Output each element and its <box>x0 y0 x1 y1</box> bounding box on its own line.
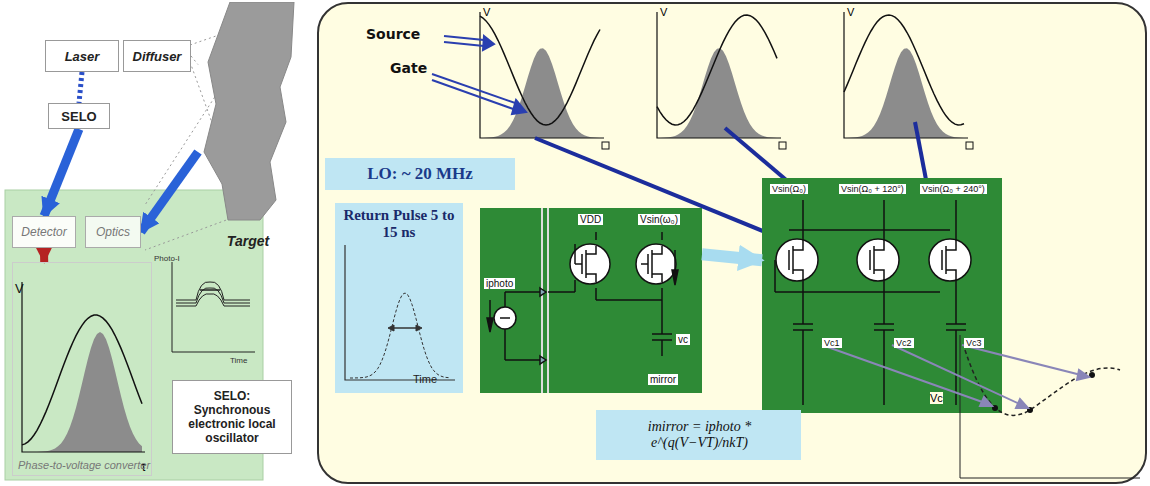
node-text: Vsin(Ω₀) <box>770 184 808 194</box>
node-text: Detector <box>21 225 66 239</box>
node-text: Vsin(ω₀) <box>638 214 680 225</box>
return-pulse-plot <box>345 245 455 380</box>
optics-box: Optics <box>85 216 141 248</box>
diffuser-box: Diffuser <box>123 40 191 72</box>
selo-box: SELO <box>48 103 110 129</box>
converter-box: VτPhase-to-voltage converter <box>12 262 152 476</box>
target-shape: Target <box>198 2 298 252</box>
connector-arrow <box>702 254 762 260</box>
node-text: V <box>15 281 24 296</box>
phase-circuit <box>762 178 1002 413</box>
node-text: VDD <box>578 214 603 225</box>
circuit-wiring <box>487 208 678 393</box>
target-silhouette <box>198 2 298 252</box>
node-text: Phase-to-voltage converter <box>18 459 150 471</box>
phase-circuit-box: Vsin(Ω₀) Vsin(Ω₀ + 120°) Vsin(Ω₀ + 240°) Vc… <box>762 178 1002 413</box>
node-text: Vsin(Ω₀ + 240°) <box>920 184 987 194</box>
node-text: Optics <box>96 225 130 239</box>
label-text: V <box>660 6 667 18</box>
connector-arrow <box>79 72 82 103</box>
converter-plot <box>22 282 145 452</box>
label-text: Time <box>230 356 247 365</box>
node-text: Vsin(Ω₀ + 120°) <box>839 184 906 194</box>
label-text: Source <box>366 26 420 42</box>
connector-arrow <box>191 56 198 65</box>
selo-panel <box>318 3 1146 483</box>
label-text: V <box>483 6 490 18</box>
node-text: vc <box>676 334 690 345</box>
node-text: Target <box>227 233 269 249</box>
node-text: Vc3 <box>964 338 984 348</box>
label-text: V <box>847 6 854 18</box>
connector-arrow <box>141 152 198 232</box>
node-text: iphoto <box>484 278 515 289</box>
node-text: Time <box>413 373 437 385</box>
phase-transistors <box>775 200 971 405</box>
node-text: SELO <box>61 109 96 124</box>
node-text: Vc2 <box>894 338 914 348</box>
mirror-circuit-box: VDD Vsin(ω₀) iphoto vc mirror <box>480 208 702 393</box>
node-text: mirror <box>648 374 678 385</box>
node-text: Return Pulse 5 to 15 ns <box>341 207 457 241</box>
formula-box: imirror = iphoto * e^(q(V−VT)/nkT) <box>596 410 803 460</box>
node-text: Laser <box>65 49 100 64</box>
output-plot <box>822 335 1140 478</box>
label-text: Photo-I <box>154 254 180 263</box>
selo-caption-box: SELO: Synchronous electronic local oscil… <box>172 380 292 454</box>
lo-box: LO: ~ 20 MHz <box>325 158 515 190</box>
label-text: Vc <box>930 392 943 404</box>
label-text: Gate <box>390 60 427 76</box>
laser-box: Laser <box>45 40 119 72</box>
node-text: Vc1 <box>822 338 842 348</box>
photo-pulse-plot <box>172 262 255 352</box>
node-text: LO: ~ 20 MHz <box>367 164 473 184</box>
mirror-circuit <box>480 208 702 393</box>
return-pulse-box: Return Pulse 5 to 15 ns Time <box>335 203 463 393</box>
node-text: Diffuser <box>133 49 182 64</box>
connector-arrow <box>40 248 48 262</box>
node-text: SELO: Synchronous electronic local oscil… <box>178 389 286 445</box>
connector-arrow <box>44 129 79 216</box>
pointer-arrow <box>432 36 526 114</box>
node-text: imirror = iphoto * e^(q(V−VT)/nkT) <box>601 419 798 451</box>
pulse-panel <box>335 203 463 393</box>
detector-box: Detector <box>12 216 76 248</box>
formula-panel <box>596 410 801 460</box>
